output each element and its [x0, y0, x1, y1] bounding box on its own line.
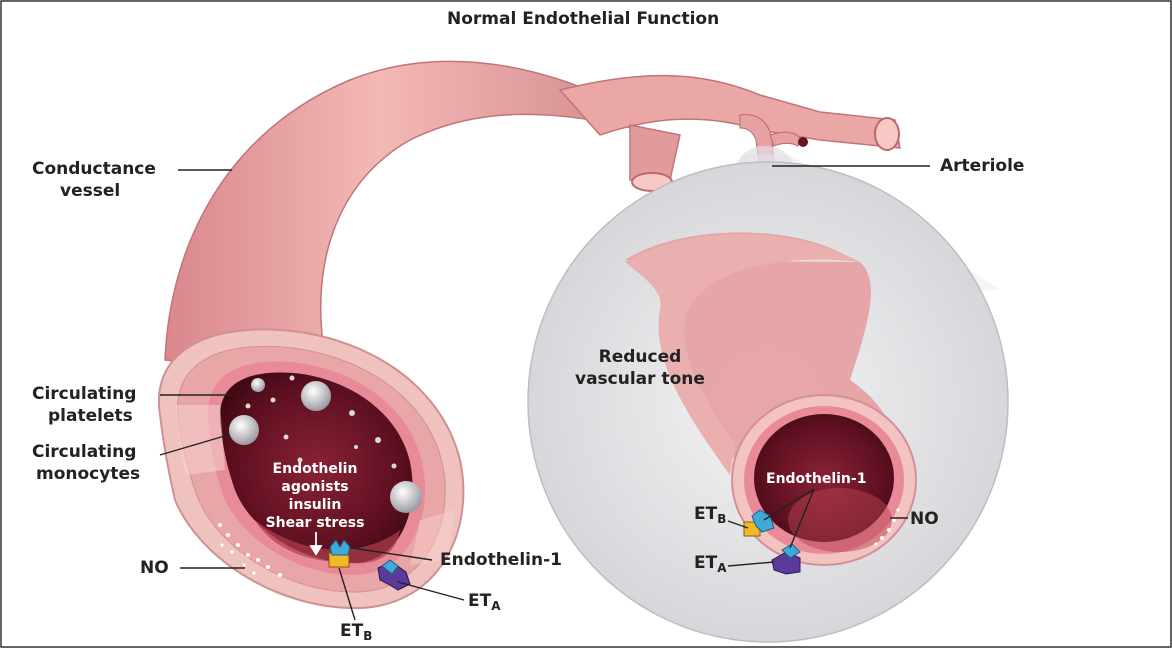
- label-arteriole: Arteriole: [940, 155, 1024, 177]
- label-platelets-line2: platelets: [32, 405, 136, 427]
- etb-left-sub: B: [363, 629, 372, 643]
- label-monocytes-line2: monocytes: [32, 463, 140, 485]
- etb-right-main: ET: [694, 504, 717, 524]
- label-eta-left: ETA: [468, 590, 501, 617]
- lower-branch: [630, 125, 680, 180]
- label-eta-right: ETA: [694, 552, 727, 579]
- label-endothelin-1-right: Endothelin-1: [766, 470, 866, 488]
- label-reduced-vascular-tone: Reduced vascular tone: [575, 346, 705, 390]
- stimuli-line3: insulin: [250, 496, 380, 514]
- eta-left-sub: A: [491, 599, 500, 613]
- eta-right-main: ET: [694, 553, 717, 573]
- label-conductance-line1: Conductance: [32, 158, 156, 180]
- label-endothelin-1-left: Endothelin-1: [440, 549, 562, 571]
- label-monocytes-line1: Circulating: [32, 441, 140, 463]
- label-etb-right: ETB: [694, 503, 726, 530]
- label-etb-left: ETB: [340, 620, 372, 647]
- label-platelets-line1: Circulating: [32, 383, 136, 405]
- label-no-right: NO: [910, 508, 939, 530]
- label-conductance-line2: vessel: [32, 180, 156, 202]
- diagram-title: Normal Endothelial Function: [447, 8, 719, 30]
- stimuli-line2: agonists: [250, 478, 380, 496]
- stimuli-line1: Endothelin: [250, 460, 380, 478]
- etb-right-sub: B: [717, 512, 726, 526]
- label-stimuli: Endothelin agonists insulin Shear stress: [250, 460, 380, 532]
- label-circulating-platelets: Circulating platelets: [32, 383, 136, 427]
- eta-right-sub: A: [717, 561, 726, 575]
- small-arteriole-branch: [770, 132, 800, 146]
- upper-branch: [560, 76, 900, 148]
- eta-left-main: ET: [468, 591, 491, 611]
- etb-left-main: ET: [340, 621, 363, 641]
- branch-end-opening: [875, 118, 899, 150]
- label-no-left: NO: [140, 557, 169, 579]
- arteriole-opening: [798, 137, 808, 147]
- stimuli-line4: Shear stress: [250, 514, 380, 532]
- label-reduced-line1: Reduced: [575, 346, 705, 368]
- label-reduced-line2: vascular tone: [575, 368, 705, 390]
- label-circulating-monocytes: Circulating monocytes: [32, 441, 140, 485]
- label-conductance-vessel: Conductance vessel: [32, 158, 156, 202]
